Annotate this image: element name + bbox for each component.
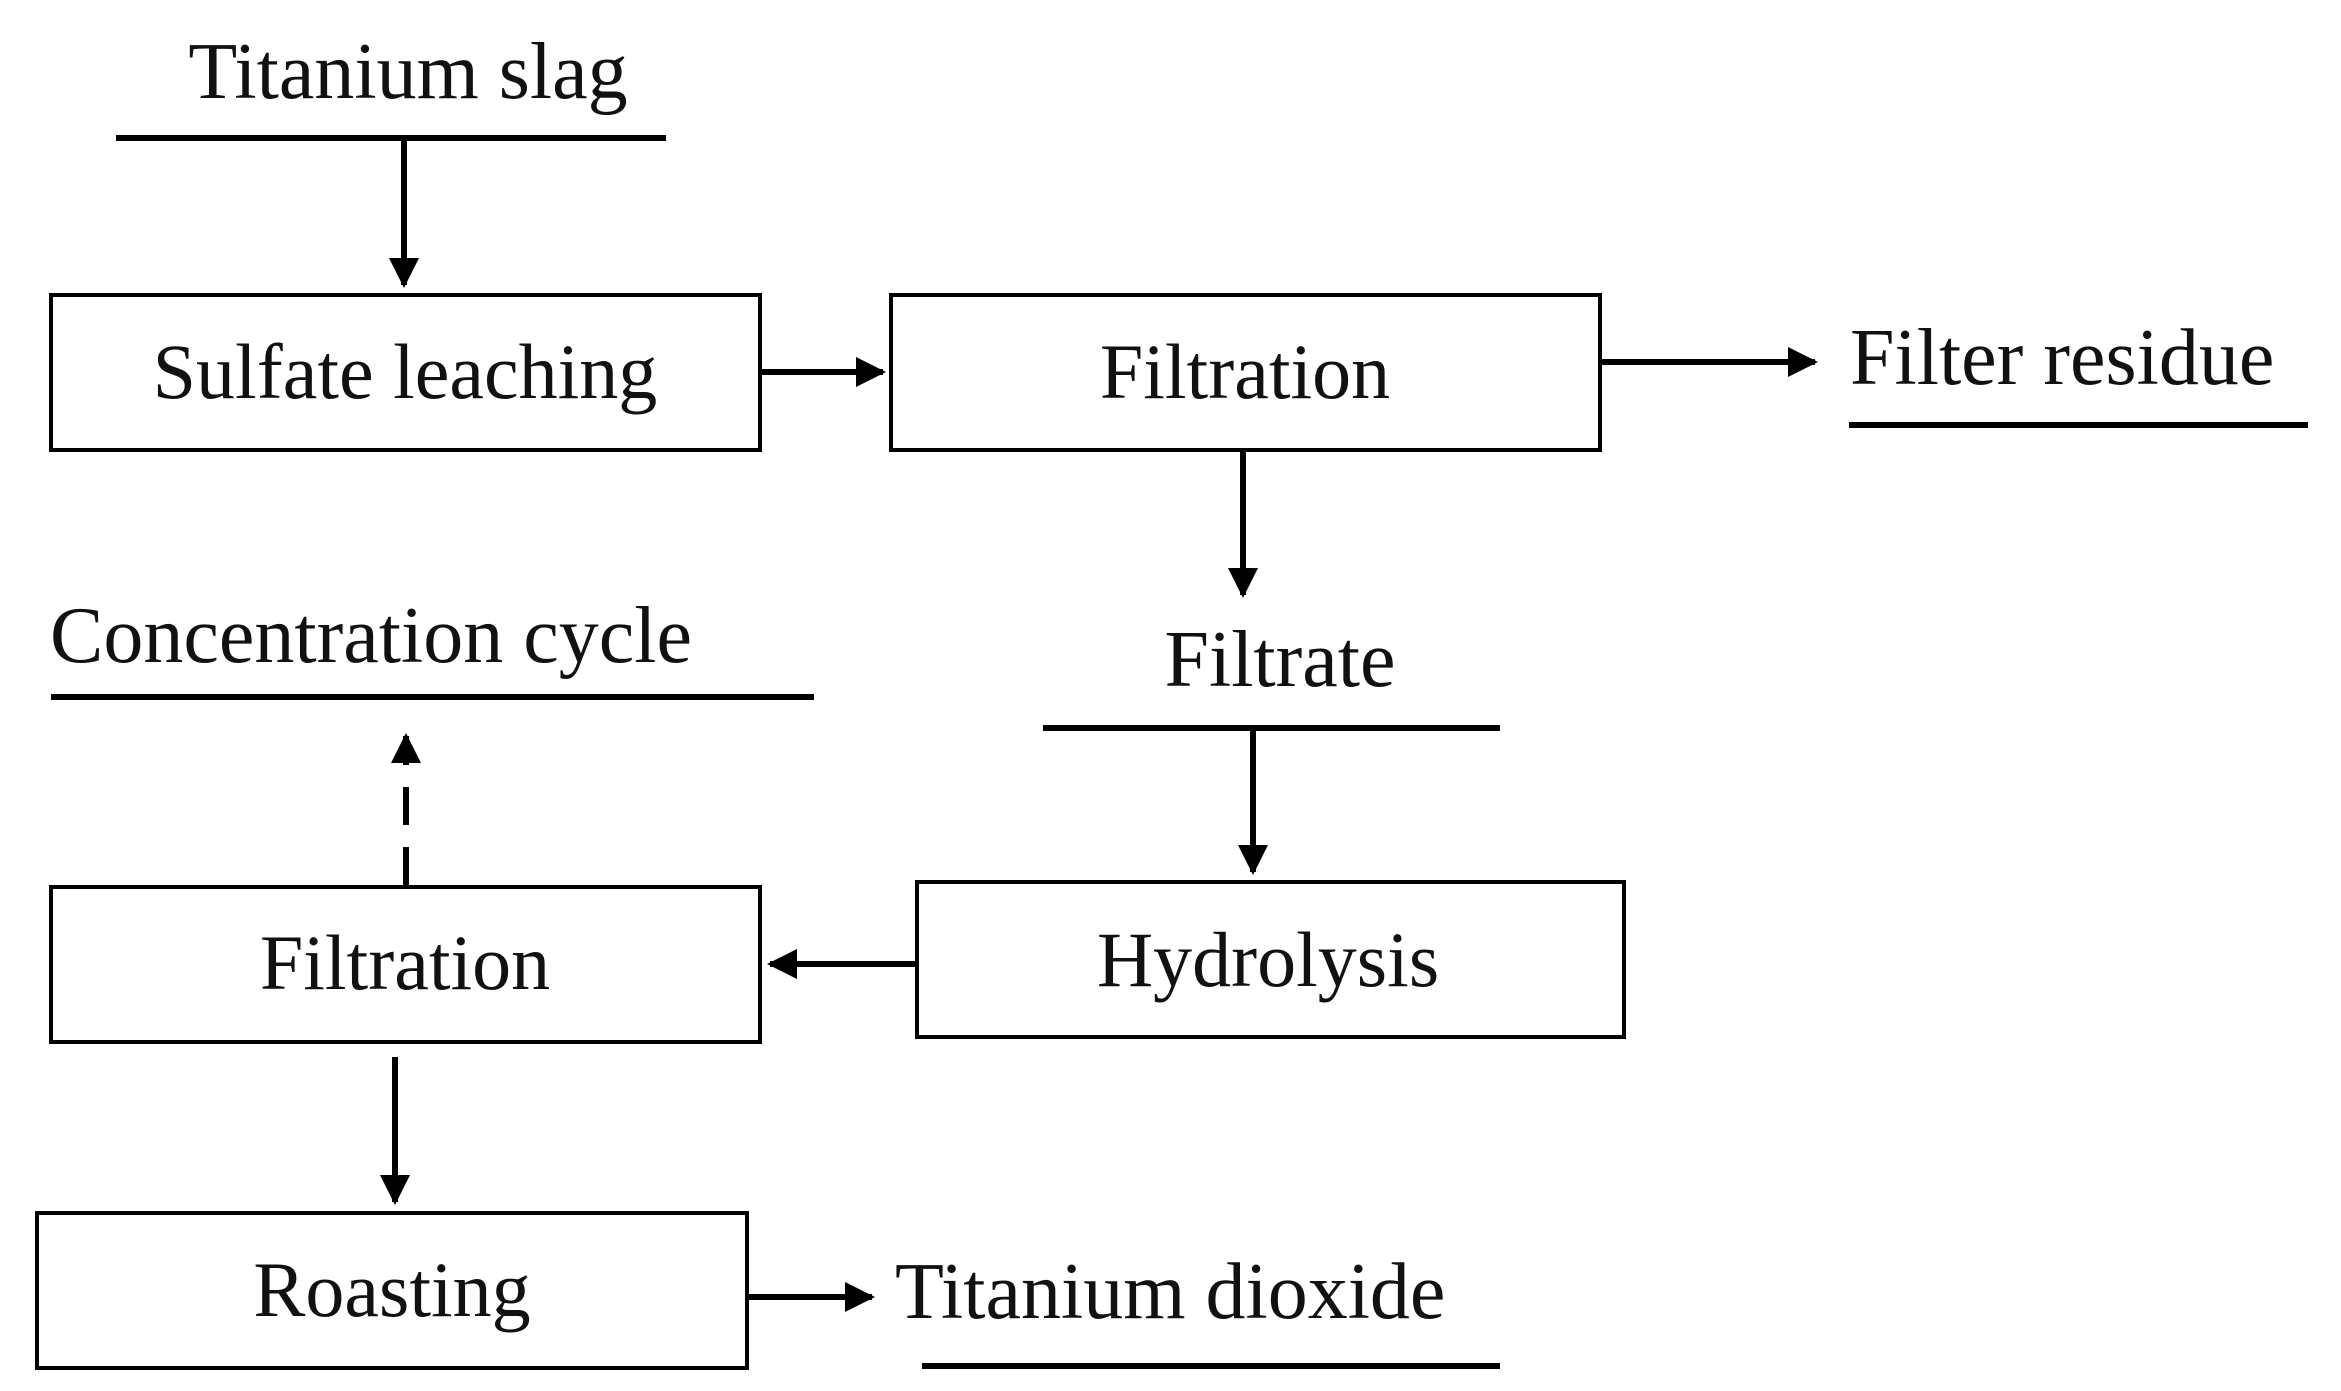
filtration-step-2: Filtration: [49, 885, 762, 1044]
filtration-box-1: [889, 293, 1602, 452]
filtration-label-1: Filtration: [1100, 328, 1390, 415]
sulfate-leaching-label: Sulfate leaching: [153, 328, 658, 415]
filtration-step-1: Filtration: [889, 293, 1602, 452]
titanium-slag-node: Titanium slag: [116, 28, 666, 141]
filter-residue-node: Filter residue: [1849, 314, 2308, 428]
filtrate-label: Filtrate: [1164, 616, 1395, 704]
filtration-box-2: [49, 885, 762, 1044]
hydrolysis-box: [915, 880, 1626, 1039]
filtration-label-2: Filtration: [260, 919, 550, 1006]
roasting-box: [35, 1211, 749, 1370]
sulfate-leaching-box: [49, 293, 762, 452]
titanium-slag-label: Titanium slag: [188, 28, 627, 116]
roasting-label: Roasting: [253, 1246, 530, 1333]
roasting-step: Roasting: [35, 1211, 749, 1370]
hydrolysis-step: Hydrolysis: [915, 880, 1626, 1039]
filtrate-node: Filtrate: [1043, 616, 1500, 731]
concentration-cycle-node: Concentration cycle: [50, 592, 814, 700]
titanium-dioxide-node: Titanium dioxide: [895, 1248, 1500, 1369]
hydrolysis-label: Hydrolysis: [1097, 916, 1439, 1003]
concentration-cycle-label: Concentration cycle: [50, 592, 692, 680]
sulfate-leaching-step: Sulfate leaching: [49, 293, 762, 452]
titanium-dioxide-label: Titanium dioxide: [895, 1248, 1445, 1336]
filter-residue-label: Filter residue: [1850, 314, 2274, 402]
